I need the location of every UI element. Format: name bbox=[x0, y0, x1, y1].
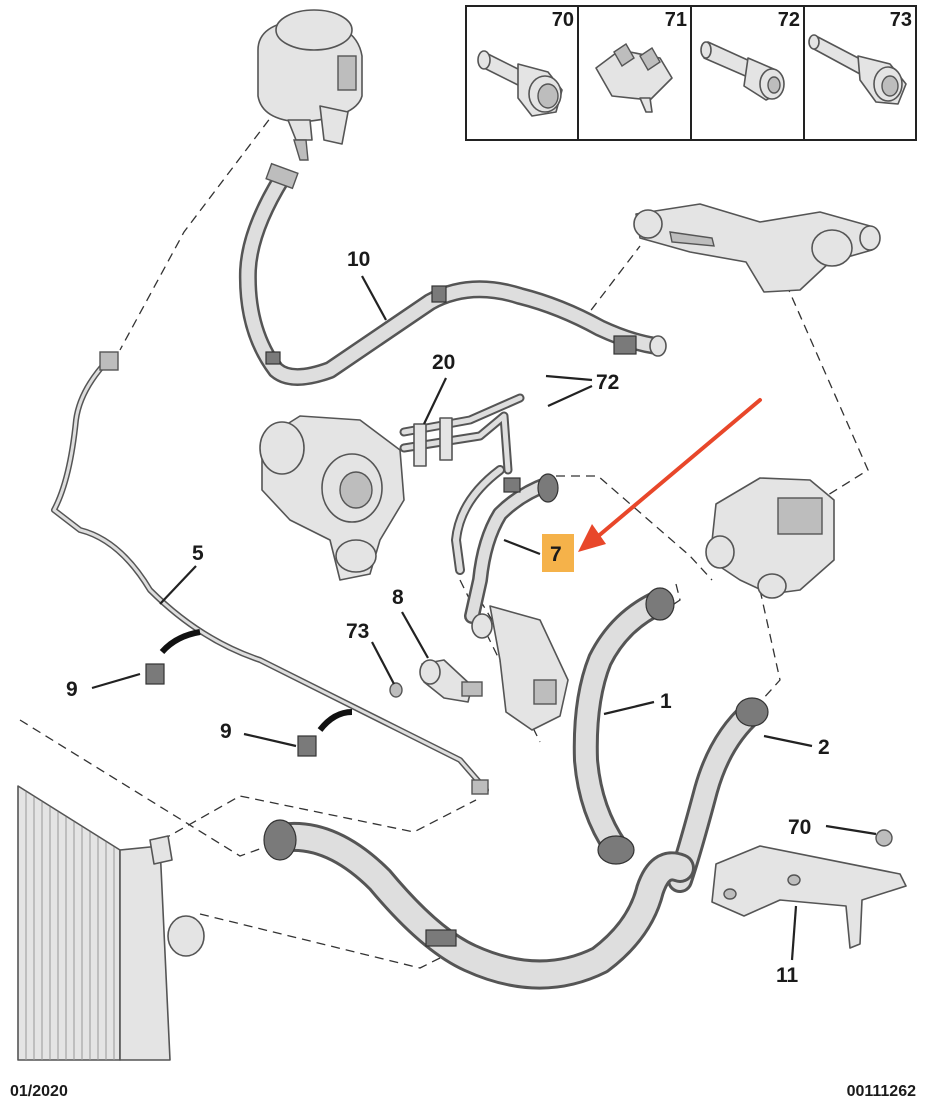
bracket-11 bbox=[711, 845, 907, 949]
pipe-20 bbox=[399, 393, 525, 475]
hose-1 bbox=[572, 587, 675, 865]
expansion-tank bbox=[257, 9, 363, 161]
red-pointer-arrow bbox=[578, 398, 762, 552]
callout-8: 8 bbox=[392, 586, 404, 609]
legend-number-73: 73 bbox=[890, 9, 912, 31]
sensor-8 bbox=[419, 659, 483, 703]
bolt-73-mid bbox=[389, 682, 403, 698]
clip-9-right bbox=[297, 709, 353, 757]
callout-72: 72 bbox=[596, 371, 619, 394]
stud-bolt-icon bbox=[808, 34, 907, 105]
bolt-70-bracket bbox=[875, 829, 893, 847]
callout-9-right: 9 bbox=[220, 720, 232, 743]
legend-number-72: 72 bbox=[778, 9, 800, 31]
wire-harness-5 bbox=[51, 351, 489, 795]
thermostat-housing bbox=[633, 203, 881, 293]
flange-bolt-icon bbox=[477, 50, 563, 117]
hose-7 bbox=[451, 465, 559, 624]
pipe-bracket bbox=[471, 605, 569, 731]
highlighted-callout-7[interactable]: 7 bbox=[542, 534, 574, 572]
highlight-box bbox=[542, 534, 574, 572]
callout-2: 2 bbox=[818, 736, 830, 759]
fastener-legend-box: 70 71 72 73 bbox=[465, 5, 917, 141]
callout-labels: 10 20 72 5 8 73 9 9 1 2 70 11 bbox=[66, 248, 830, 987]
socket-screw-icon bbox=[700, 41, 785, 101]
turbocharger-assembly bbox=[259, 415, 405, 581]
diagram-date: 01/2020 bbox=[10, 1083, 68, 1100]
callout-1: 1 bbox=[660, 690, 672, 713]
radiator bbox=[17, 785, 205, 1061]
callout-9-left: 9 bbox=[66, 678, 78, 701]
callout-70: 70 bbox=[788, 816, 811, 839]
callout-7: 7 bbox=[550, 543, 562, 566]
lower-radiator-hose bbox=[263, 819, 695, 990]
leader-lines bbox=[91, 275, 877, 961]
callout-11: 11 bbox=[776, 964, 799, 987]
callout-20: 20 bbox=[432, 351, 455, 374]
hose-clip-icon bbox=[595, 43, 673, 113]
callout-73: 73 bbox=[346, 620, 369, 643]
callout-5: 5 bbox=[192, 542, 204, 565]
diagram-reference: 00111262 bbox=[847, 1083, 917, 1100]
coolant-outlet-housing bbox=[705, 477, 835, 599]
hose-10 bbox=[238, 162, 667, 386]
legend-number-70: 70 bbox=[552, 9, 574, 31]
legend-number-71: 71 bbox=[665, 9, 687, 31]
clip-9-left bbox=[145, 629, 201, 685]
callout-10: 10 bbox=[347, 248, 370, 271]
